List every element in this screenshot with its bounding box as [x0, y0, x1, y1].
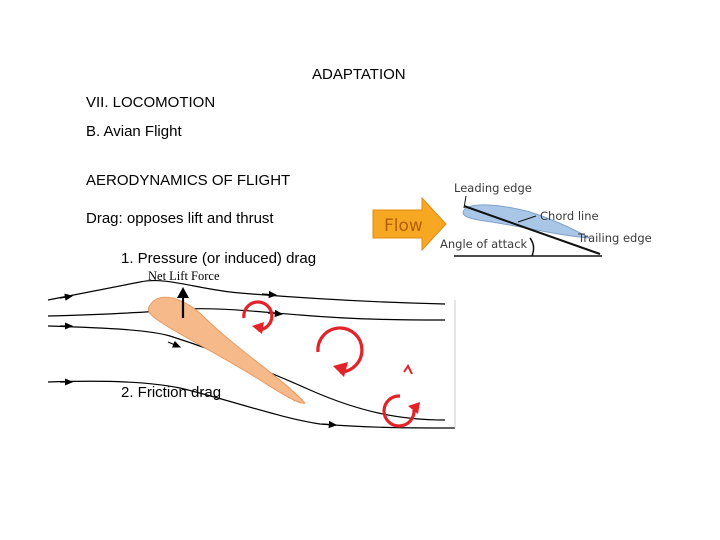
friction-drag-label: 2. Friction drag [121, 384, 222, 401]
chord-line [463, 205, 601, 255]
subsection-heading: B. Avian Flight [86, 123, 182, 140]
streamline-top [47, 279, 446, 305]
wing-shape [462, 204, 591, 239]
airfoil-shape [147, 296, 306, 404]
leading-edge-pointer [463, 195, 467, 209]
drag-definition: Drag: opposes lift and thrust [86, 210, 274, 227]
wing-angle-diagram: Flow Leading edge Chord line Angle of at… [372, 181, 652, 257]
streamline-upper [47, 308, 446, 321]
trailing-edge-label: Trailing edge [577, 231, 652, 245]
net-lift-label: Net Lift Force [148, 269, 220, 283]
pressure-drag-label: 1. Pressure (or induced) drag [121, 250, 317, 267]
vortex-icon-1 [242, 300, 274, 334]
chord-line-label: Chord line [540, 209, 599, 223]
leading-edge-label: Leading edge [454, 181, 532, 195]
section-heading: VII. LOCOMOTION [86, 94, 216, 111]
streamline-bottom [47, 380, 456, 429]
vortex-icon-3 [382, 364, 420, 428]
flow-arrow: Flow [372, 196, 447, 252]
vortex-icons [242, 300, 420, 428]
angle-arc [529, 237, 535, 257]
net-lift-arrowhead [177, 287, 189, 298]
topic-heading: AERODYNAMICS OF FLIGHT [86, 172, 291, 189]
chord-line-pointer [517, 215, 537, 223]
slide-title: ADAPTATION [312, 66, 406, 83]
flow-label: Flow [384, 216, 423, 236]
angle-of-attack-label: Angle of attack [440, 237, 528, 251]
vortex-icon-2 [316, 326, 364, 377]
